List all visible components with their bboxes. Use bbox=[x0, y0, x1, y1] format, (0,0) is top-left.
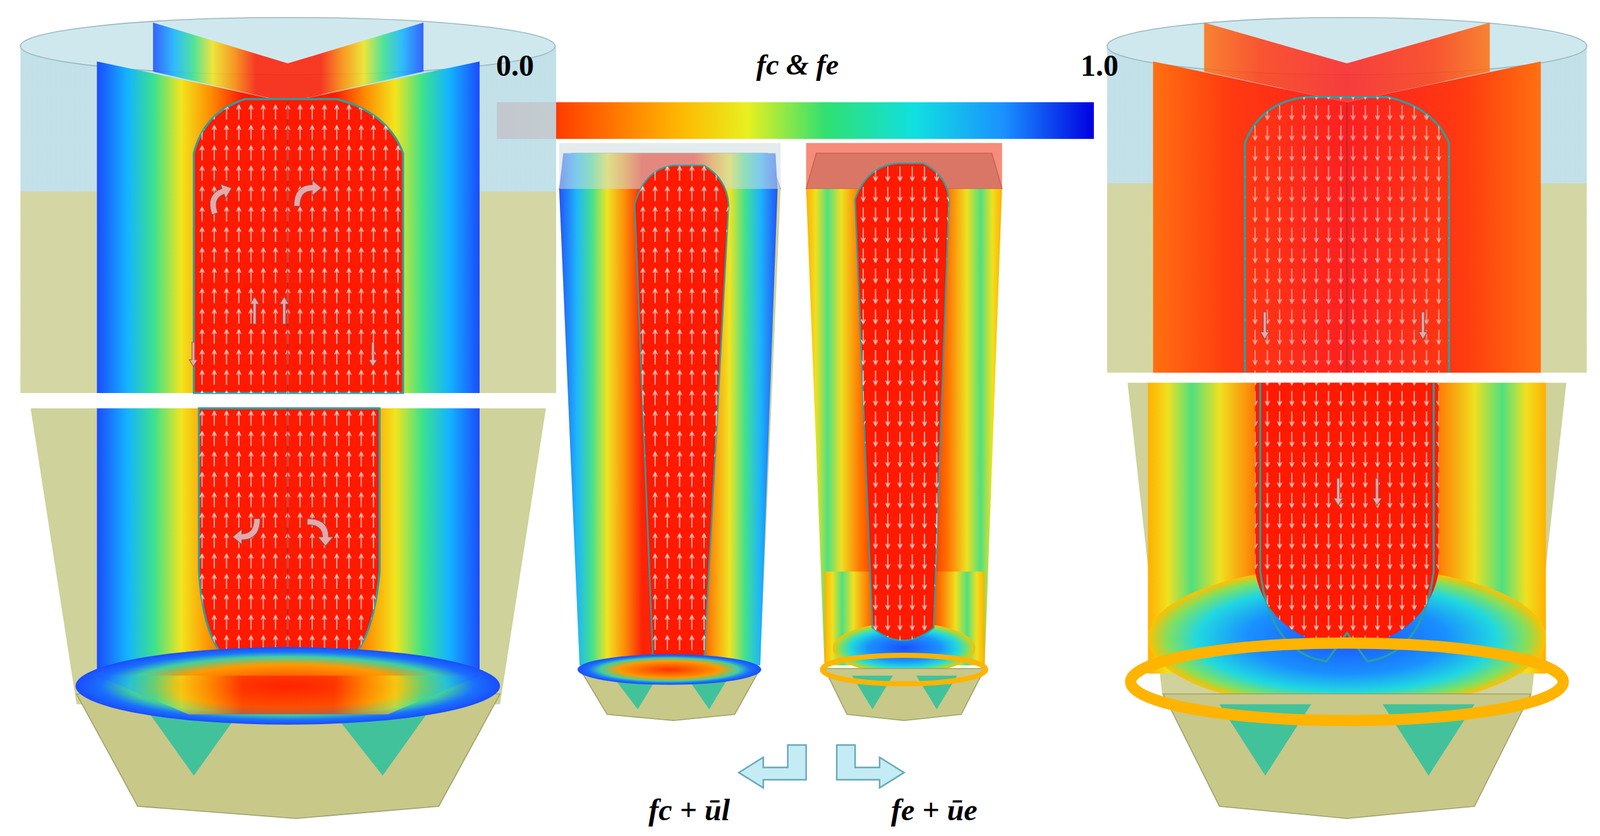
scale-max-label: 1.0 bbox=[1080, 50, 1119, 81]
middle-ingot-c bbox=[559, 142, 781, 721]
middle-ingot-e bbox=[806, 142, 1003, 721]
field-label: fe + ūe bbox=[890, 794, 978, 826]
field-label: fc + ūl bbox=[648, 794, 730, 826]
color-bar bbox=[496, 102, 1094, 140]
pointer-arrow-left bbox=[738, 745, 807, 788]
right-ingot-section bbox=[1107, 17, 1587, 819]
scale-min-label: 0.0 bbox=[496, 50, 534, 81]
colorbar-title: fc & fe bbox=[756, 50, 839, 80]
pointer-arrow-right bbox=[836, 745, 905, 788]
left-ingot-section bbox=[20, 17, 557, 819]
